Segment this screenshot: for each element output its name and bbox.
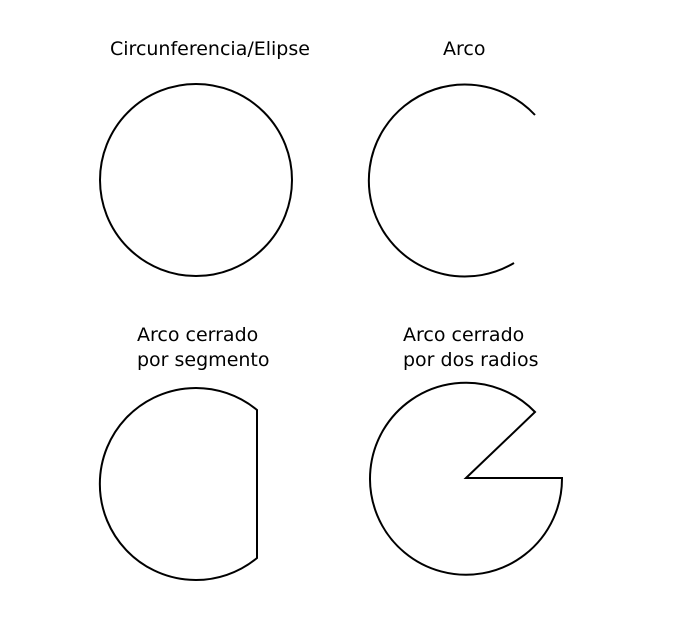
pie-title-line2: por dos radios (403, 349, 539, 371)
chord-title: Arco cerrado por segmento (137, 323, 270, 373)
chord-title-line2: por segmento (137, 349, 270, 371)
pie-title-line1: Arco cerrado (403, 324, 525, 346)
chord-title-line1: Arco cerrado (137, 324, 259, 346)
arc-title-text: Arco (443, 38, 486, 60)
circle-title-text: Circunferencia/Elipse (110, 38, 310, 60)
pie-shape (369, 381, 564, 576)
circle-title: Circunferencia/Elipse (110, 37, 310, 62)
circle-shape (99, 83, 293, 277)
chord-shape (98, 387, 258, 581)
arc-title: Arco (443, 37, 485, 62)
arc-shape (367, 83, 536, 278)
pie-title: Arco cerrado por dos radios (403, 323, 538, 373)
